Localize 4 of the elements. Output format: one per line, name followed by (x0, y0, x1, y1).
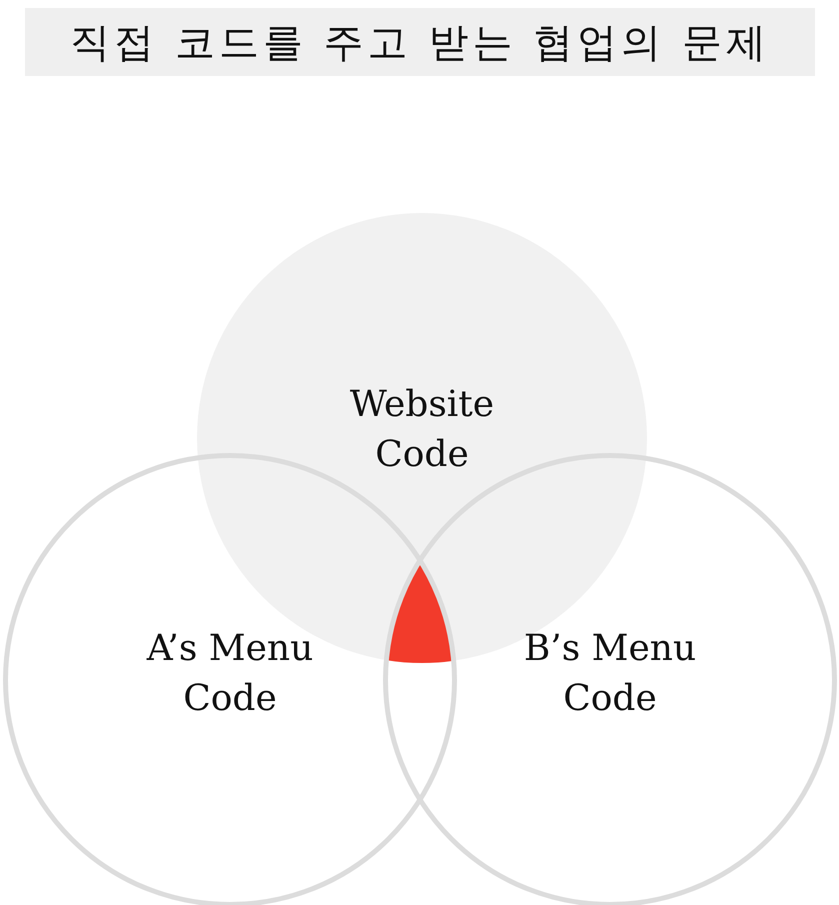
title: 직접 코드를 주고 받는 협업의 문제 (25, 8, 815, 76)
circle-label: B’s Menu Code (522, 626, 698, 721)
circle-label: Website Code (348, 382, 496, 477)
circle-label: A’s Menu Code (146, 626, 314, 721)
